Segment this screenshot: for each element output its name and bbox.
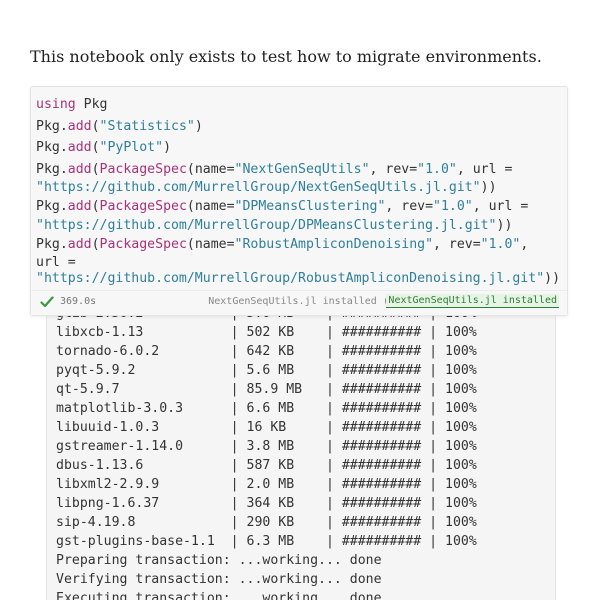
code-token: , rev= — [369, 161, 418, 177]
code-token: )) — [544, 271, 561, 286]
code-token: Pkg. — [36, 161, 68, 177]
code-line: Pkg.add("PyPlot") — [36, 137, 560, 159]
code-token: using — [36, 97, 76, 112]
code-token: "PyPlot" — [99, 140, 164, 155]
code-token: ( — [91, 199, 100, 214]
code-token: Pkg. — [36, 236, 68, 252]
code-token: (name= — [186, 161, 235, 177]
output-line: sip-4.19.8 | 290 KB | ########## | 100% — [56, 515, 477, 530]
code-token: url = — [36, 255, 76, 270]
markdown-text: This notebook only exists to test how to… — [30, 47, 542, 66]
code-token: add — [67, 236, 92, 252]
output-line: Executing transaction: ...working... don… — [56, 591, 382, 600]
code-token: "1.0" — [433, 199, 473, 214]
code-token: ( — [91, 118, 100, 134]
code-token: PackageSpec — [99, 199, 187, 214]
output-line: Verifying transaction: ...working... don… — [56, 572, 382, 587]
output-line: libuuid-1.0.3 | 16 KB | ########## | 100… — [56, 420, 477, 435]
output-line: pyqt-5.9.2 | 5.6 MB | ########## | 100% — [56, 363, 477, 378]
run-time: 369.0s — [60, 296, 97, 307]
code-token: ) — [194, 118, 203, 134]
code-token: Pkg. — [36, 199, 68, 214]
output-line: qt-5.9.7 | 85.9 MB | ########## | 100% — [56, 382, 477, 397]
code-token: (name= — [186, 199, 235, 214]
code-token: "NextGenSeqUtils" — [234, 161, 370, 177]
code-token: )) — [496, 217, 513, 233]
code-line: Pkg.add(PackageSpec(name="DPMeansCluster… — [36, 196, 560, 218]
cell-output: glib-2.56.2 | 5.0 MB | ########## | 100%… — [46, 300, 556, 600]
code-token: "RobustAmpliconDenoising" — [234, 236, 434, 252]
code-token: Pkg. — [36, 140, 68, 155]
code-token: "DPMeansClustering" — [234, 199, 386, 214]
code-token: add — [67, 140, 92, 155]
code-token: ( — [91, 140, 100, 155]
code-token: ) — [163, 140, 172, 155]
code-token: , rev= — [385, 199, 434, 214]
code-line: "https://github.com/MurrellGroup/DPMeans… — [36, 218, 560, 234]
code-token: add — [67, 161, 92, 177]
output-line: matplotlib-3.0.3 | 6.6 MB | ########## |… — [56, 401, 477, 416]
code-token: "https://github.com/MurrellGroup/DPMeans… — [36, 217, 497, 233]
check-icon — [40, 296, 54, 308]
code-line: Pkg.add("Statistics") — [36, 116, 560, 138]
code-token: "1.0" — [480, 236, 521, 252]
code-token: , — [520, 236, 529, 252]
code-token: )) — [480, 180, 497, 195]
code-token: (name= — [186, 236, 235, 252]
output-line: libxcb-1.13 | 502 KB | ########## | 100% — [56, 325, 477, 340]
code-token: ( — [91, 161, 100, 177]
code-token: ( — [91, 236, 100, 252]
output-line: gst-plugins-base-1.1 | 6.3 MB | ########… — [56, 534, 477, 549]
code-line: Pkg.add(PackageSpec(name="NextGenSeqUtil… — [36, 159, 560, 181]
output-log: glib-2.56.2 | 5.0 MB | ########## | 100%… — [56, 304, 477, 600]
code-line: url = — [36, 255, 560, 271]
output-line: tornado-6.0.2 | 642 KB | ########## | 10… — [56, 344, 477, 359]
cell-status-text: NextGenSeqUtils.jl installed (Julia) — [208, 296, 425, 307]
code-token: "1.0" — [417, 161, 457, 177]
code-line: using Pkg — [36, 94, 560, 116]
cell-footer: 369.0s NextGenSeqUtils.jl installed (Jul… — [31, 290, 567, 315]
code-token: "https://github.com/MurrellGroup/NextGen… — [36, 180, 481, 195]
code-token: , url = — [472, 199, 529, 214]
code-token: PackageSpec — [99, 236, 187, 252]
code-token: Pkg — [75, 97, 108, 112]
code-token: add — [67, 199, 92, 214]
output-line: dbus-1.13.6 | 587 KB | ########## | 100% — [56, 458, 477, 473]
code-token: "Statistics" — [99, 118, 195, 134]
markdown-cell: This notebook only exists to test how to… — [30, 44, 570, 70]
code-token: add — [67, 118, 92, 134]
code-token: , rev= — [433, 236, 481, 252]
code-line: "https://github.com/MurrellGroup/NextGen… — [36, 180, 560, 196]
output-line: gstreamer-1.14.0 | 3.8 MB | ########## |… — [56, 439, 477, 454]
code-line: Pkg.add(PackageSpec(name="RobustAmplicon… — [36, 234, 560, 256]
code-token: , url = — [456, 161, 513, 177]
output-line: Preparing transaction: ...working... don… — [56, 553, 382, 568]
output-line: libpng-1.6.37 | 364 KB | ########## | 10… — [56, 496, 477, 511]
cell-status-link[interactable]: NextGenSeqUtils.jl installed — [386, 294, 559, 308]
code-token: Pkg. — [36, 118, 68, 134]
code-token: "https://github.com/MurrellGroup/RobustA… — [36, 271, 545, 286]
code-line: "https://github.com/MurrellGroup/RobustA… — [36, 271, 560, 287]
code-token: PackageSpec — [99, 161, 187, 177]
output-line: libxml2-2.9.9 | 2.0 MB | ########## | 10… — [56, 477, 477, 492]
